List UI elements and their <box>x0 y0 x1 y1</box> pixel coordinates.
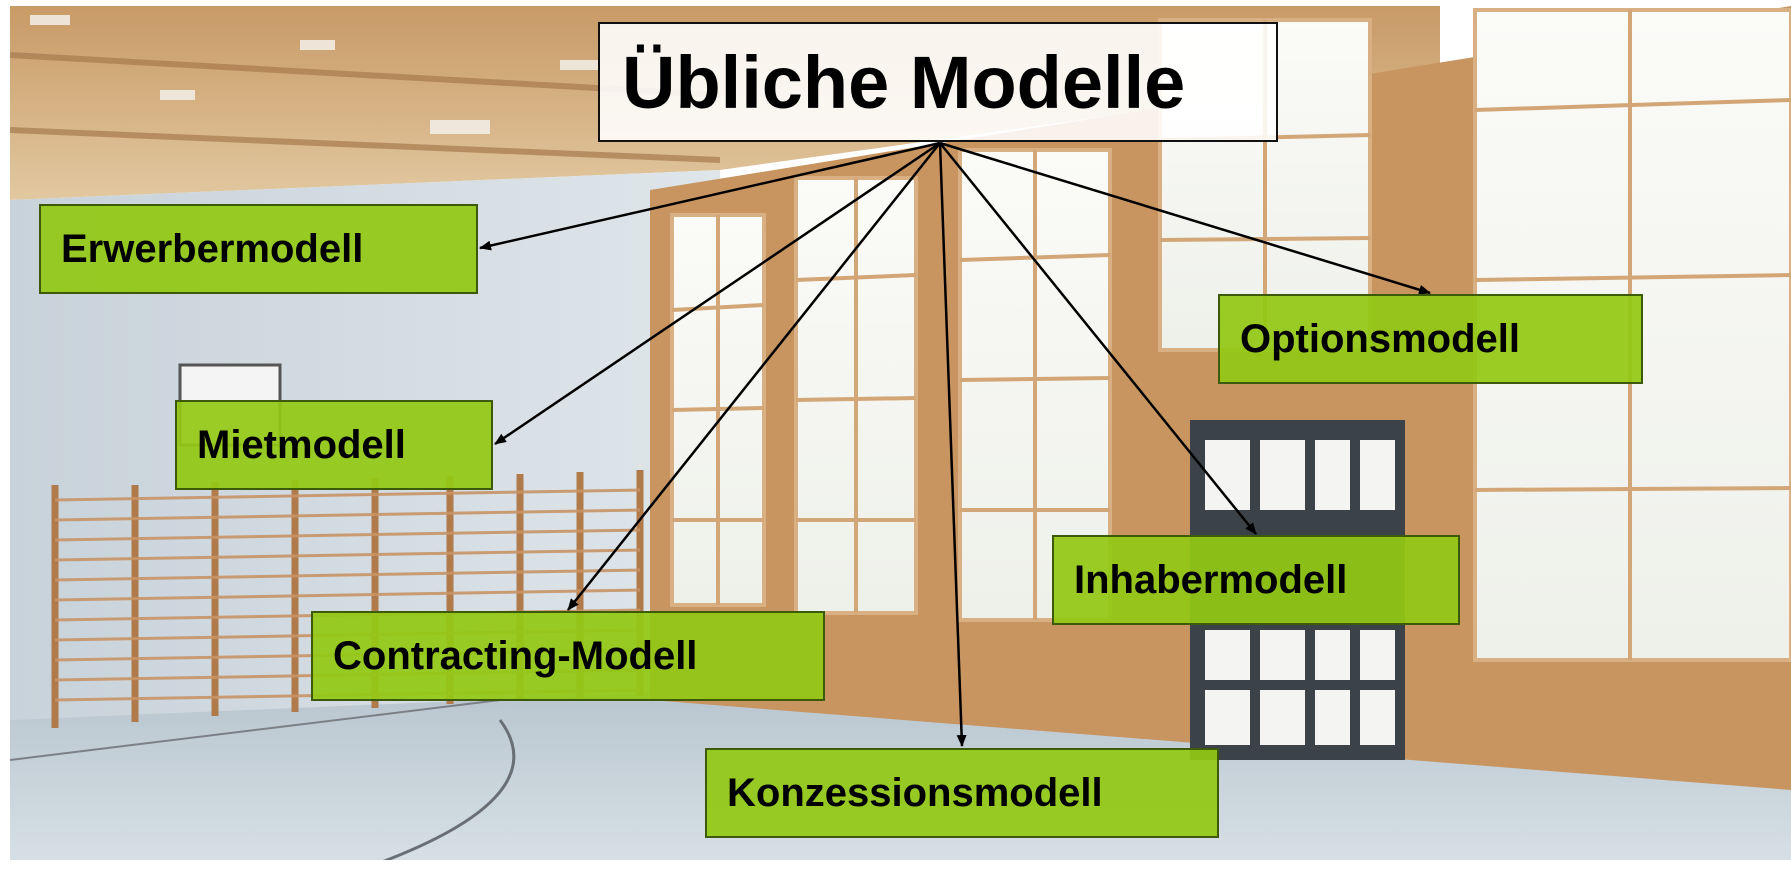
node-label: Contracting-Modell <box>333 633 698 678</box>
arrow-to-inhabermodell <box>939 142 1257 535</box>
node-optionsmodell: Optionsmodell <box>1218 294 1643 384</box>
arrow-to-contracting-modell <box>567 142 941 611</box>
arrow-to-mietmodell <box>494 141 941 446</box>
arrow-to-erwerbermodell <box>479 141 941 251</box>
node-erwerbermodell: Erwerbermodell <box>39 204 478 294</box>
node-inhabermodell: Inhabermodell <box>1052 535 1460 625</box>
diagram-title: Übliche Modelle <box>622 40 1186 124</box>
arrow-to-konzessionsmodell <box>938 142 967 747</box>
node-label: Optionsmodell <box>1240 316 1520 361</box>
node-konzessionsmodell: Konzessionsmodell <box>705 748 1219 838</box>
title-box: Übliche Modelle <box>598 22 1278 142</box>
arrow-to-optionsmodell <box>939 141 1431 295</box>
node-mietmodell: Mietmodell <box>175 400 493 490</box>
node-label: Erwerbermodell <box>61 226 364 271</box>
node-label: Inhabermodell <box>1074 557 1348 602</box>
node-contracting-modell: Contracting-Modell <box>311 611 825 701</box>
node-label: Konzessionsmodell <box>727 770 1103 815</box>
node-label: Mietmodell <box>197 422 406 467</box>
